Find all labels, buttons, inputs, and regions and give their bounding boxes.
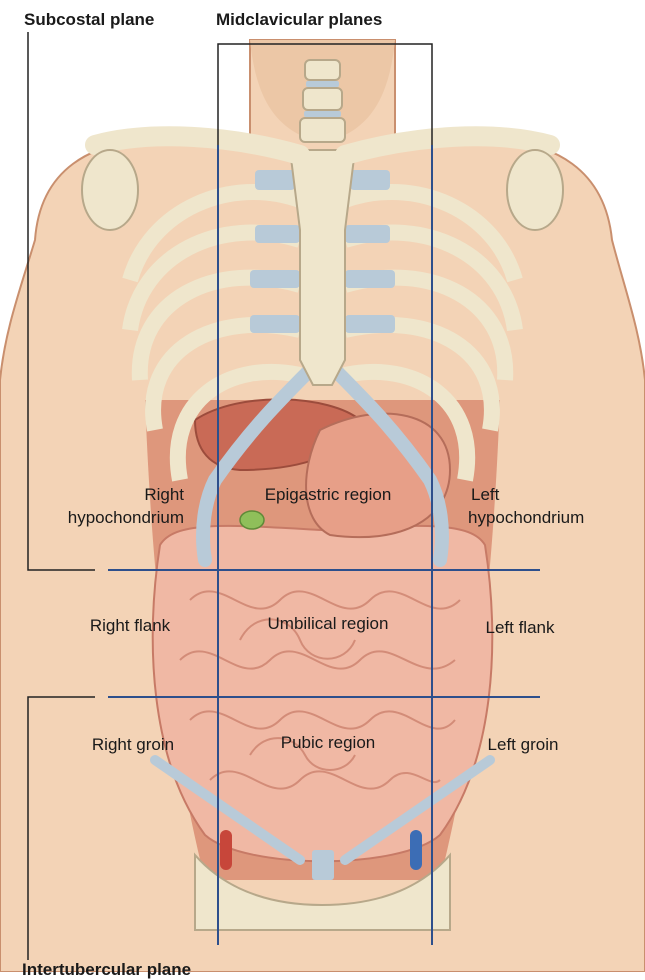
right-shoulder-joint xyxy=(81,149,139,231)
epigastric-region-label: Epigastric region xyxy=(264,485,392,504)
umbilical-region-label: Umbilical region xyxy=(267,614,389,633)
right-clavicle xyxy=(85,126,310,165)
pelvis xyxy=(194,852,451,931)
stomach xyxy=(305,412,452,539)
left-clavicle xyxy=(335,126,560,165)
right-hypochondrium-line1: Right xyxy=(144,485,184,504)
midclavicular-planes-label: Midclavicular planes xyxy=(216,10,383,29)
intertubercular-plane-label: Intertubercular plane xyxy=(22,960,192,979)
subcostal-bracket xyxy=(27,32,95,571)
right-flank-label: Right flank xyxy=(89,616,171,635)
intertubercular-bracket xyxy=(27,696,95,960)
right-hypochondrium-label: Right hypochondrium xyxy=(20,483,220,529)
left-shoulder-joint xyxy=(506,149,564,231)
right-groin-label: Right groin xyxy=(91,735,175,754)
intervertebral-discs xyxy=(304,81,341,117)
left-hypochondrium-label: Left hypochondrium xyxy=(468,483,638,529)
sternum xyxy=(288,149,357,386)
pubic-symphysis xyxy=(312,850,334,880)
midclavicular-bracket xyxy=(217,43,433,145)
left-hypochondrium-line1: Left xyxy=(471,485,500,504)
gallbladder xyxy=(239,510,265,530)
right-inguinal-ligament xyxy=(150,755,305,865)
left-hypochondrium-line2: hypochondrium xyxy=(468,508,585,527)
right-costal-margin xyxy=(196,363,317,567)
cervical-vertebrae xyxy=(299,59,346,143)
pubic-region-label: Pubic region xyxy=(280,733,376,752)
costal-cartilages xyxy=(250,170,395,333)
left-groin-label: Left groin xyxy=(487,735,559,754)
left-inguinal-ligament xyxy=(340,755,495,865)
intestine-coils xyxy=(179,590,461,790)
right-hypochondrium-line2: hypochondrium xyxy=(67,508,184,527)
subcostal-plane-label: Subcostal plane xyxy=(24,10,155,29)
left-flank-label: Left flank xyxy=(485,618,555,637)
left-costal-margin xyxy=(328,363,449,567)
femoral-vessels xyxy=(220,830,422,870)
